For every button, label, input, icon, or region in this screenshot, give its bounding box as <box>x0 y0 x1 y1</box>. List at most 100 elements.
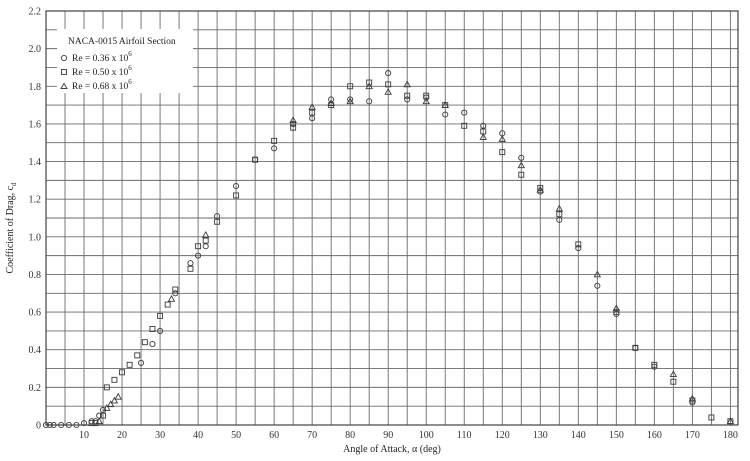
data-point-square <box>172 286 179 293</box>
data-point-triangle <box>103 404 111 411</box>
data-point-square <box>88 420 95 427</box>
data-point-triangle <box>106 400 115 408</box>
data-point-circle <box>518 154 525 161</box>
legend-background <box>57 29 193 93</box>
data-point-circle <box>480 122 487 129</box>
data-point-square <box>157 312 164 319</box>
y-tick-label: 1.0 <box>29 232 42 243</box>
data-point-square <box>632 344 639 351</box>
x-tick-label: 170 <box>685 430 700 441</box>
data-point-circle <box>99 406 107 413</box>
data-point-square <box>103 384 110 391</box>
data-point-triangle <box>422 97 430 105</box>
data-point-square <box>670 378 677 385</box>
y-axis-label-subscript: d <box>10 182 18 186</box>
data-point-triangle <box>403 80 411 88</box>
legend-entry-1: Re = 0.36 x 106 <box>72 50 132 64</box>
data-point-circle <box>594 282 601 289</box>
data-point-square <box>126 361 133 368</box>
y-tick-label: 0.4 <box>29 345 42 356</box>
x-tick-label: 50 <box>231 430 241 441</box>
legend-entry-1-exponent: 6 <box>128 50 132 58</box>
data-point-circle <box>442 111 449 118</box>
data-point-square <box>252 156 259 163</box>
data-point-square <box>134 352 141 359</box>
data-point-square <box>233 192 240 199</box>
y-tick-label: 0 <box>36 421 41 432</box>
data-point-square <box>100 412 106 419</box>
data-point-triangle <box>201 231 210 238</box>
x-tick-label: 10 <box>79 430 89 441</box>
data-point-square <box>366 79 373 86</box>
y-tick-label: 0.6 <box>29 308 42 319</box>
data-point-circle <box>138 359 145 366</box>
data-point-circle <box>575 245 582 252</box>
data-point-triangle <box>346 97 354 105</box>
data-point-square <box>164 301 171 308</box>
data-point-circle <box>404 96 411 103</box>
x-axis-label: Angle of Attack, α (deg) <box>343 444 441 455</box>
data-point-triangle <box>612 304 621 312</box>
x-tick-label: 100 <box>419 430 434 441</box>
data-point-circle <box>556 216 563 223</box>
data-point-triangle <box>498 135 507 142</box>
data-point-circle <box>187 260 194 267</box>
plot-frame <box>45 10 739 426</box>
data-point-triangle <box>726 417 735 425</box>
data-point-square <box>461 122 468 129</box>
data-point-triangle <box>669 370 678 378</box>
data-point-triangle <box>114 392 123 400</box>
data-point-square <box>556 211 563 218</box>
data-point-square <box>92 420 99 427</box>
x-tick-label: 150 <box>609 430 624 441</box>
x-tick-label: 40 <box>193 430 203 441</box>
y-tick-label: 1.6 <box>29 119 42 130</box>
x-tick-label: 120 <box>495 430 510 441</box>
data-point-square <box>708 414 715 421</box>
x-tick-label: 180 <box>723 430 738 441</box>
data-point-triangle <box>688 394 697 402</box>
legend-entry-2: Re = 0.50 x 106 <box>72 64 132 78</box>
data-point-circle <box>328 96 335 103</box>
x-tick-label: 70 <box>307 430 317 441</box>
data-point-circle <box>157 327 164 334</box>
data-point-square <box>141 339 148 346</box>
data-point-circle <box>149 341 156 348</box>
data-point-circle <box>202 243 209 250</box>
legend-entry-3-exponent: 6 <box>128 78 132 86</box>
data-point-triangle <box>167 294 176 302</box>
x-tick-label: 130 <box>533 430 548 441</box>
data-point-circle <box>214 213 221 220</box>
data-point-square <box>149 326 156 332</box>
data-point-square <box>214 218 221 225</box>
legend-marker-square <box>61 69 67 75</box>
data-point-triangle <box>95 417 103 425</box>
data-point-square <box>111 376 118 383</box>
x-tick-label: 30 <box>155 430 165 441</box>
legend-entry-3: Re = 0.68 x 106 <box>72 78 132 92</box>
legend-entry-2-exponent: 6 <box>128 64 132 72</box>
data-point-square <box>518 171 525 178</box>
legend-marker-circle <box>60 54 68 62</box>
y-tick-label: 0.2 <box>29 383 42 394</box>
data-point-square <box>309 109 316 116</box>
data-point-square <box>195 243 202 250</box>
x-tick-label: 90 <box>383 430 393 441</box>
data-point-triangle <box>555 204 564 212</box>
legend: NACA-0015 Airfoil Section Re = 0.36 x 10… <box>57 29 193 93</box>
data-point-square <box>613 309 620 316</box>
x-tick-label: 140 <box>571 430 586 441</box>
data-point-square <box>404 92 411 99</box>
data-point-circle <box>461 109 468 116</box>
data-point-triangle <box>289 116 297 123</box>
data-point-square <box>537 184 544 191</box>
data-point-circle <box>195 252 202 259</box>
y-tick-label: 1.4 <box>29 157 42 168</box>
data-point-square <box>187 265 194 272</box>
legend-entry-3-name: Re = 0.68 x 10 <box>72 82 129 92</box>
legend-entry-2-name: Re = 0.50 x 10 <box>72 68 129 78</box>
data-point-square <box>119 369 125 376</box>
data-point-square <box>202 237 209 244</box>
data-point-circle <box>233 182 240 190</box>
